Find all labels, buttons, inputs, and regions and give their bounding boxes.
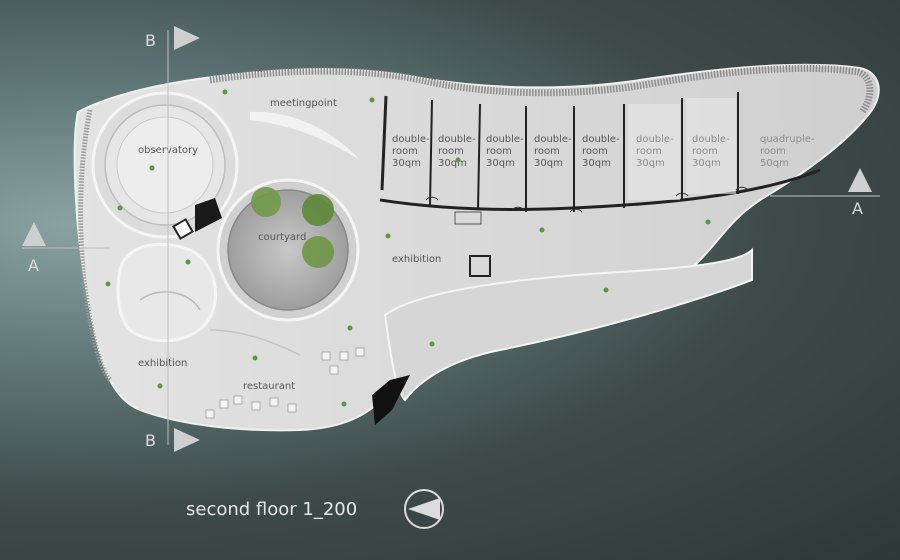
exhibition-west-label: exhibition bbox=[138, 358, 187, 369]
room-2-type: double- bbox=[438, 134, 476, 145]
room-6-size: 30qm bbox=[636, 158, 665, 169]
room-1-type: double- bbox=[392, 134, 430, 145]
meetingpoint-area bbox=[250, 111, 366, 164]
section-b-top-label: B bbox=[145, 31, 156, 50]
courtyard bbox=[216, 178, 360, 322]
east-wing bbox=[383, 247, 753, 402]
guest-rooms bbox=[380, 92, 739, 212]
drawing-title: second floor 1_200 bbox=[186, 499, 357, 520]
facade-band bbox=[209, 64, 874, 115]
section-b-bottom-label: B bbox=[145, 431, 156, 450]
door-swings bbox=[425, 186, 749, 213]
room-6-word: room bbox=[636, 146, 662, 157]
stair-flight bbox=[454, 211, 482, 225]
room-6-type: double- bbox=[636, 134, 674, 145]
west-hall bbox=[116, 242, 301, 356]
room-1-size: 30qm bbox=[392, 158, 421, 169]
room-4-size: 30qm bbox=[534, 158, 563, 169]
observatory bbox=[91, 91, 239, 240]
room-7-type: double- bbox=[692, 134, 730, 145]
meetingpoint-label: meetingpoint bbox=[270, 98, 337, 109]
exhibition-east-label: exhibition bbox=[392, 254, 441, 265]
room-7-word: room bbox=[692, 146, 718, 157]
section-line-b bbox=[167, 26, 200, 452]
north-arrow-icon bbox=[404, 489, 444, 529]
lift-core bbox=[469, 255, 491, 277]
room-5-type: double- bbox=[582, 134, 620, 145]
plant-markers bbox=[105, 89, 711, 407]
courtyard-label: courtyard bbox=[258, 232, 306, 243]
section-line-a bbox=[22, 168, 880, 249]
room-3-size: 30qm bbox=[486, 158, 515, 169]
room-5-word: room bbox=[582, 146, 608, 157]
room-8-word: room bbox=[760, 146, 786, 157]
room-4-word: room bbox=[534, 146, 560, 157]
room-2-word: room bbox=[438, 146, 464, 157]
section-a-left-label: A bbox=[28, 256, 39, 275]
room-8-type: quadruple- bbox=[760, 134, 815, 145]
room-8-size: 50qm bbox=[760, 158, 789, 169]
room-3-word: room bbox=[486, 146, 512, 157]
restaurant-tables bbox=[205, 347, 365, 419]
room-3-type: double- bbox=[486, 134, 524, 145]
room-7-size: 30qm bbox=[692, 158, 721, 169]
room-2-size: 30qm bbox=[438, 158, 467, 169]
corridor-wall bbox=[379, 168, 821, 211]
stair-core bbox=[372, 375, 410, 425]
room-5-size: 30qm bbox=[582, 158, 611, 169]
restaurant-label: restaurant bbox=[243, 381, 295, 392]
room-1-word: room bbox=[392, 146, 418, 157]
section-a-right-label: A bbox=[852, 199, 863, 218]
room-4-type: double- bbox=[534, 134, 572, 145]
